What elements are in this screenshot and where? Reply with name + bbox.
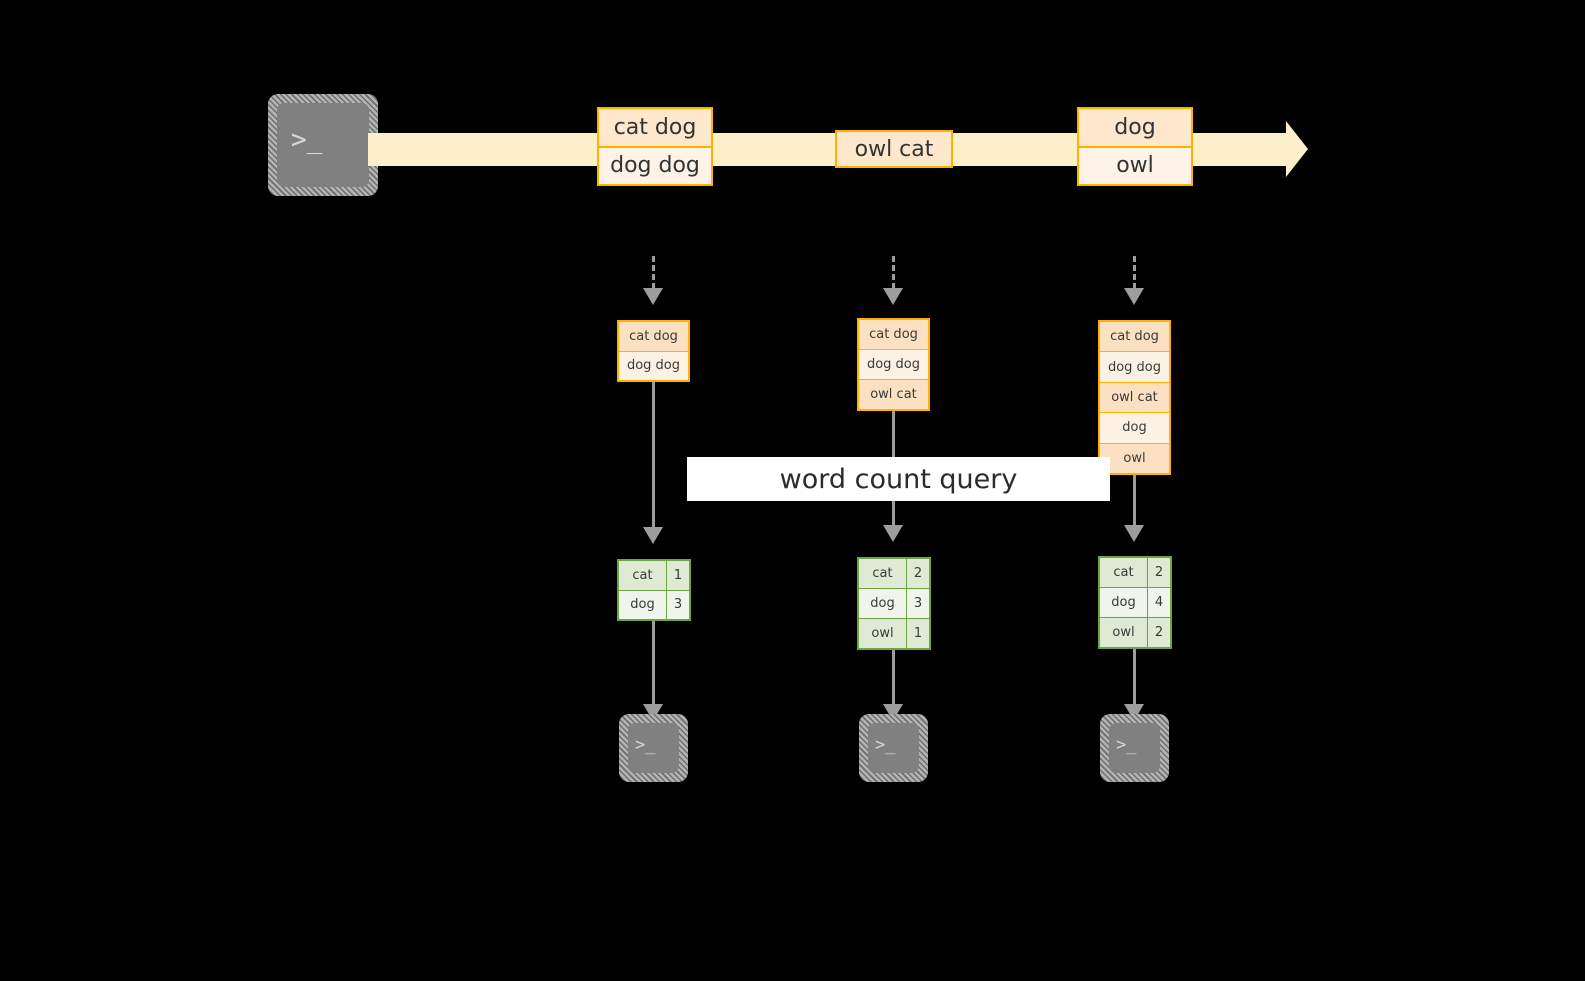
stream-record-line: dog — [1114, 114, 1156, 140]
snapshot-row: cat dog — [859, 320, 928, 350]
word-cell: dog — [859, 589, 907, 618]
snapshot-to-counts-connector — [652, 382, 655, 528]
word-cell: cat — [859, 559, 907, 588]
stream-record-line: owl — [1079, 145, 1191, 184]
connector-arrowhead — [1124, 525, 1144, 542]
word-count-table: cat 2 dog 4 owl 2 — [1098, 556, 1172, 649]
terminal-screen: >_ — [868, 723, 919, 773]
connector-arrowhead — [883, 525, 903, 542]
stream-to-snapshot-connector — [892, 256, 895, 289]
word-count-row: cat 1 — [619, 561, 689, 591]
stream-record-line: cat dog — [613, 114, 697, 140]
word-count-row: owl 1 — [859, 619, 929, 648]
snapshot-to-counts-connector — [1133, 475, 1136, 526]
word-count-row: owl 2 — [1100, 618, 1170, 647]
terminal-prompt-glyph: >_ — [1116, 735, 1137, 755]
word-count-table: cat 1 dog 3 — [617, 559, 691, 621]
stream-record: dog owl — [1077, 107, 1193, 186]
stream-record-line: dog dog — [599, 145, 711, 184]
word-count-table: cat 2 dog 3 owl 1 — [857, 557, 931, 650]
terminal-screen: >_ — [277, 103, 369, 187]
snapshot-row: dog dog — [859, 350, 928, 380]
count-cell: 2 — [907, 559, 929, 588]
snapshot-table: cat dog dog dog — [617, 320, 690, 382]
word-cell: cat — [1100, 558, 1148, 587]
word-cell: dog — [619, 590, 667, 619]
snapshot-row: owl cat — [1100, 382, 1169, 414]
count-cell: 2 — [1148, 618, 1170, 647]
count-cell: 4 — [1148, 588, 1170, 617]
snapshot-row: cat dog — [1100, 322, 1169, 353]
snapshot-table: cat dog dog dog owl cat — [857, 318, 930, 411]
sink-terminal-icon: >_ — [859, 714, 928, 782]
count-cell: 3 — [667, 590, 689, 619]
terminal-screen: >_ — [628, 723, 679, 773]
stream-to-snapshot-connector — [652, 256, 655, 289]
word-cell: owl — [859, 619, 907, 648]
word-cell: cat — [619, 561, 667, 590]
snapshot-row: dog dog — [1100, 352, 1169, 383]
word-count-row: dog 3 — [859, 589, 929, 619]
word-count-row: dog 4 — [1100, 588, 1170, 618]
terminal-prompt-glyph: >_ — [875, 735, 896, 755]
connector-arrowhead — [883, 288, 903, 305]
counts-to-sink-connector — [1133, 649, 1136, 705]
stream-record: cat dog dog dog — [597, 107, 713, 186]
terminal-screen: >_ — [1109, 723, 1160, 773]
word-cell: owl — [1100, 618, 1148, 647]
stream-record: owl cat — [835, 130, 953, 168]
query-label: word count query — [687, 457, 1110, 501]
terminal-prompt-glyph: >_ — [635, 735, 656, 755]
word-cell: dog — [1100, 588, 1148, 617]
source-terminal-icon: >_ — [268, 94, 378, 196]
count-cell: 1 — [907, 619, 929, 648]
snapshot-row: owl — [1100, 443, 1169, 474]
count-cell: 2 — [1148, 558, 1170, 587]
stream-to-snapshot-connector — [1133, 256, 1136, 289]
counts-to-sink-connector — [652, 621, 655, 705]
snapshot-row: owl cat — [859, 380, 928, 409]
stream-record-line: owl cat — [854, 136, 934, 162]
connector-arrowhead — [1124, 288, 1144, 305]
snapshot-row: cat dog — [619, 322, 688, 352]
connector-arrowhead — [643, 288, 663, 305]
count-cell: 1 — [667, 561, 689, 590]
word-count-row: cat 2 — [1100, 558, 1170, 588]
snapshot-row: dog dog — [619, 351, 688, 380]
connector-arrowhead — [643, 527, 663, 544]
word-count-row: dog 3 — [619, 590, 689, 619]
snapshot-table: cat dog dog dog owl cat dog owl — [1098, 320, 1171, 475]
sink-terminal-icon: >_ — [619, 714, 688, 782]
count-cell: 3 — [907, 589, 929, 618]
counts-to-sink-connector — [892, 650, 895, 705]
terminal-prompt-glyph: >_ — [291, 125, 323, 155]
stream-arrow-head — [1286, 121, 1308, 177]
sink-terminal-icon: >_ — [1100, 714, 1169, 782]
snapshot-row: dog — [1100, 413, 1169, 444]
word-count-row: cat 2 — [859, 559, 929, 589]
